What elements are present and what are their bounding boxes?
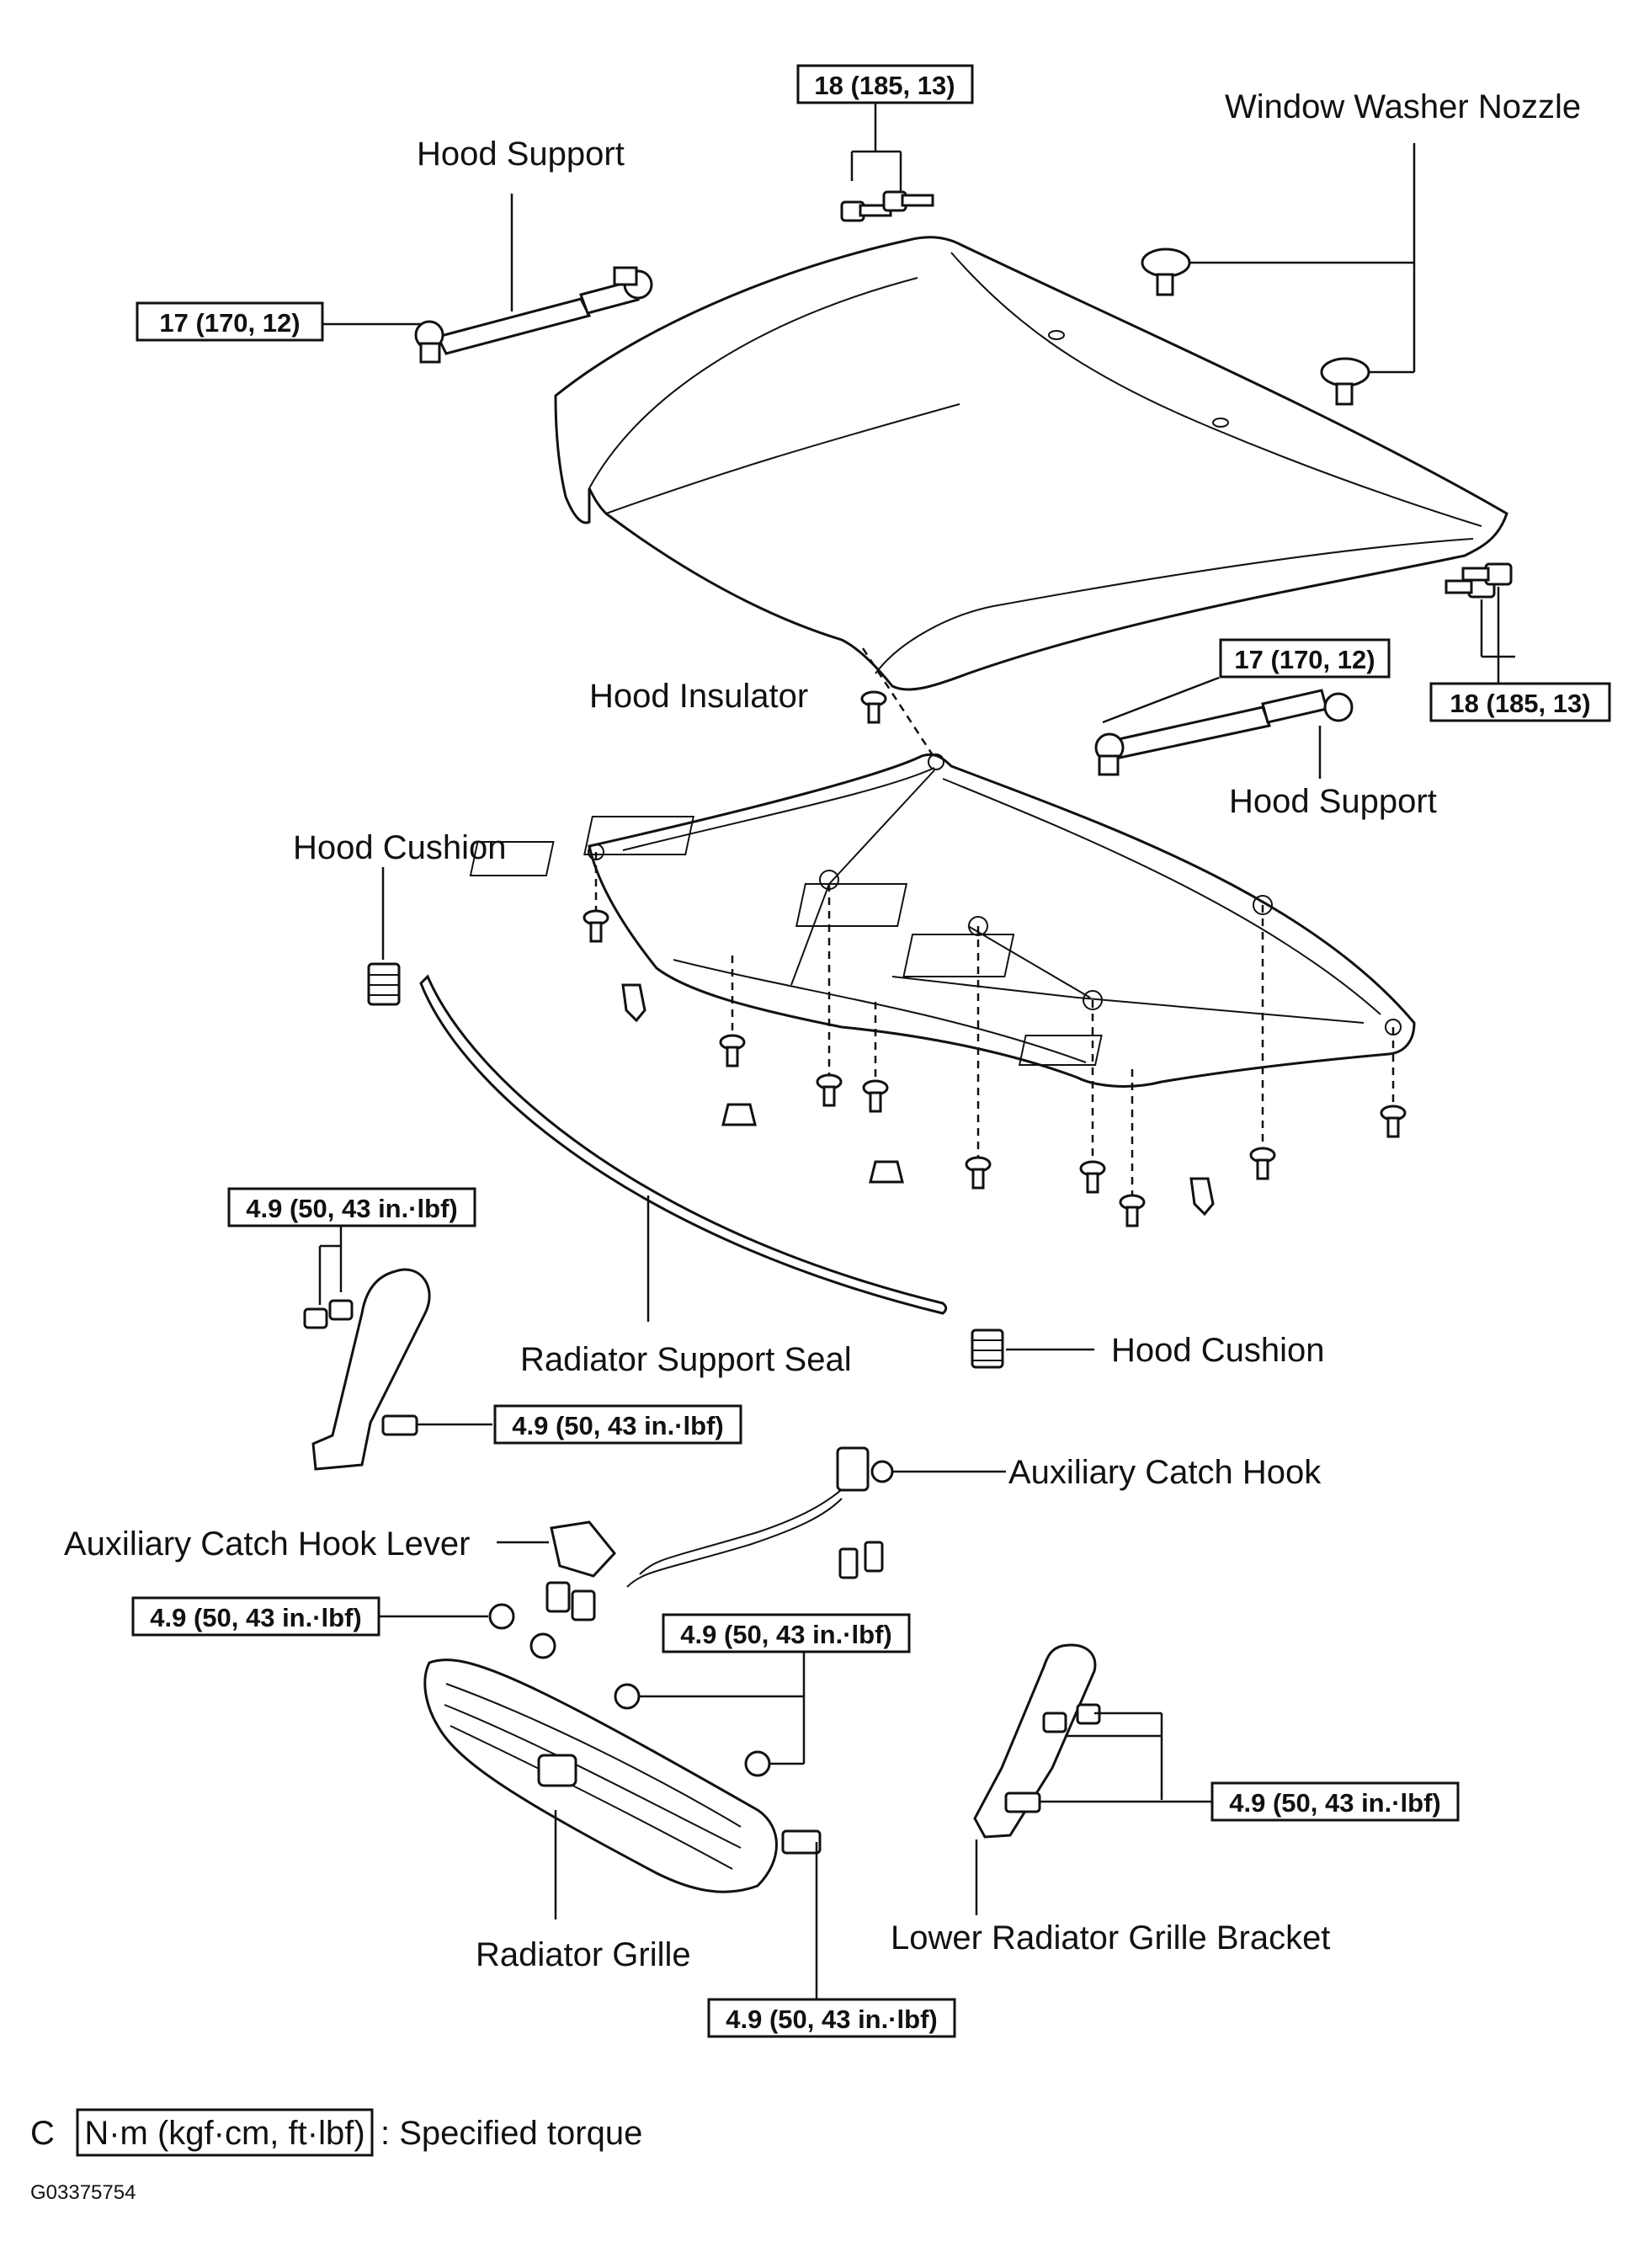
torque-text: 4.9 (50, 43 in.·lbf): [246, 1194, 458, 1223]
hood-insulator: [469, 647, 1416, 1200]
hood-bolts-right: [1444, 562, 1515, 684]
hood-cushion-left: [367, 867, 401, 1006]
hood-panel: [554, 236, 1508, 691]
label-radiator-grille: Radiator Grille: [476, 1936, 691, 1973]
label-radiator-support-seal: Radiator Support Seal: [520, 1341, 852, 1378]
torque-text: 4.9 (50, 43 in.·lbf): [512, 1411, 724, 1440]
figure-code: G03375754: [30, 2181, 136, 2204]
label-hood-insulator: Hood Insulator: [589, 678, 808, 715]
torque-text: 17 (170, 12): [1234, 645, 1375, 674]
label-hood-support-right: Hood Support: [1229, 783, 1437, 820]
torque-text: 18 (185, 13): [814, 71, 955, 100]
legend-description: : Specified torque: [380, 2115, 642, 2152]
torque-box-hood-bolts-right: 18 (185, 13): [1429, 682, 1611, 722]
hood-bolts-top: [840, 91, 934, 222]
torque-box-hood-support-top-left: 17 (170, 12): [136, 301, 324, 342]
torque-box-bracket-upper-left: 4.9 (50, 43 in.·lbf): [227, 1187, 476, 1227]
torque-text: 4.9 (50, 43 in.·lbf): [150, 1603, 362, 1632]
label-hood-cushion-left: Hood Cushion: [293, 829, 507, 866]
legend-prefix: C: [30, 2115, 55, 2152]
radiator-support-seal: [419, 974, 948, 1322]
insulator-clips: [583, 690, 1407, 1227]
label-window-washer-nozzle: Window Washer Nozzle: [1225, 88, 1581, 125]
washer-nozzles: [1141, 143, 1416, 406]
torque-box-grille-nuts: 4.9 (50, 43 in.·lbf): [662, 1613, 911, 1653]
label-lower-radiator-grille-bracket: Lower Radiator Grille Bracket: [891, 1919, 1330, 1957]
label-hood-cushion-right: Hood Cushion: [1111, 1332, 1325, 1369]
torque-text: 4.9 (50, 43 in.·lbf): [680, 1620, 892, 1649]
torque-box-hood-bolts-top: 18 (185, 13): [796, 64, 974, 104]
hood-support-right: [1094, 676, 1354, 779]
radiator-grille: [423, 1632, 806, 1919]
torque-box-hood-support-right: 17 (170, 12): [1219, 638, 1391, 679]
grille-bottom-bolt: [781, 1829, 822, 1999]
torque-text: 18 (185, 13): [1450, 689, 1590, 718]
auxiliary-catch-hook-lever: [379, 1520, 616, 1630]
lower-radiator-grille-bracket: [973, 1643, 1212, 1915]
label-auxiliary-catch-hook: Auxiliary Catch Hook: [1008, 1454, 1322, 1491]
torque-box-lower-bracket-bolts: 4.9 (50, 43 in.·lbf): [1210, 1781, 1460, 1822]
upper-left-bracket: [303, 1225, 492, 1471]
torque-box-grille-bottom-bolt: 4.9 (50, 43 in.·lbf): [707, 1998, 956, 2038]
auxiliary-catch-hook: [626, 1446, 1006, 1588]
torque-text: 17 (170, 12): [159, 308, 300, 338]
torque-legend: C N·m (kgf·cm, ft·lbf) : Specified torqu…: [30, 2108, 642, 2204]
torque-text: 4.9 (50, 43 in.·lbf): [1229, 1788, 1441, 1818]
torque-text: 4.9 (50, 43 in.·lbf): [726, 2004, 938, 2034]
label-auxiliary-catch-hook-lever: Auxiliary Catch Hook Lever: [64, 1525, 470, 1563]
legend-unit-box: N·m (kgf·cm, ft·lbf): [84, 2115, 364, 2152]
hood-support-top-left: [320, 194, 653, 364]
hood-cushion-right: [971, 1328, 1094, 1369]
torque-box-lever-nut: 4.9 (50, 43 in.·lbf): [131, 1596, 380, 1637]
label-hood-support-top: Hood Support: [417, 136, 625, 173]
torque-box-bracket-side-left: 4.9 (50, 43 in.·lbf): [493, 1404, 742, 1445]
